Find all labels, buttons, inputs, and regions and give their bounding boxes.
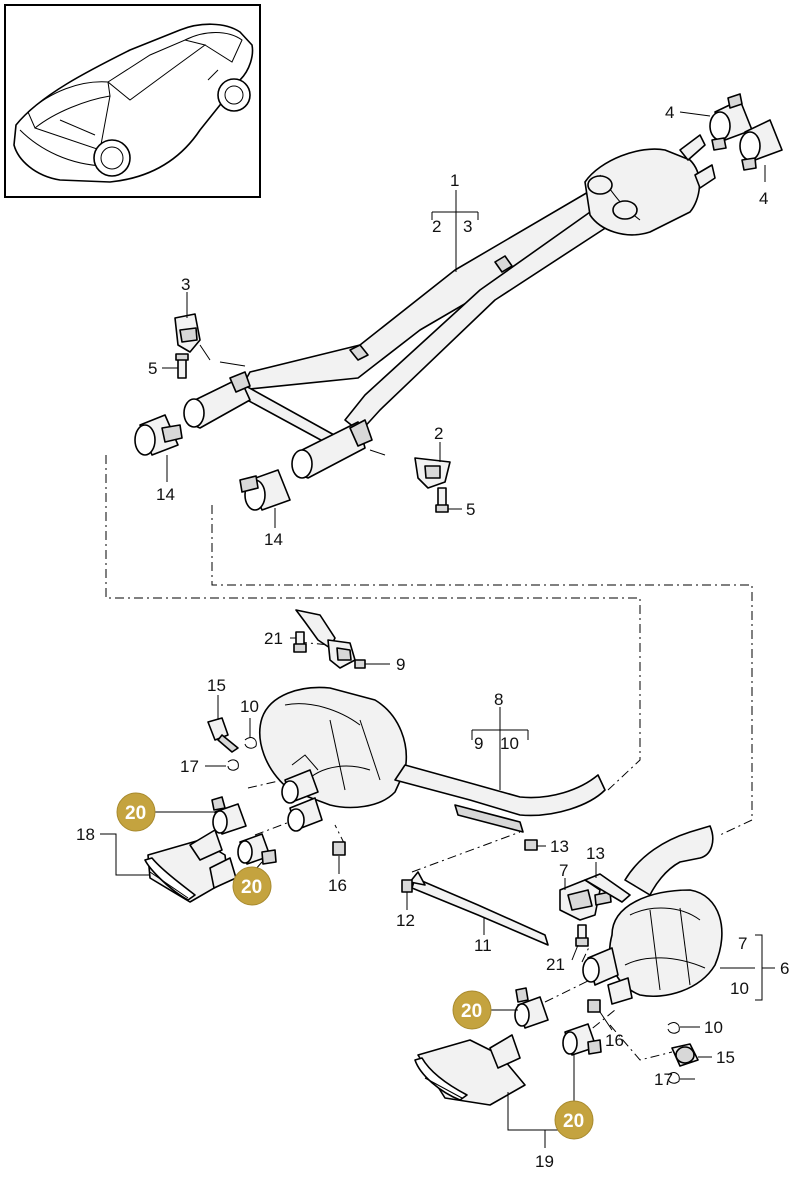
bracket-7 bbox=[559, 879, 612, 921]
clamp-14-upper bbox=[134, 414, 183, 456]
badge-20-left-lower[interactable]: 20 bbox=[232, 866, 272, 906]
bracket-9 bbox=[295, 609, 356, 669]
label-part-14-upper: 14 bbox=[156, 485, 175, 504]
clamp-4-upper bbox=[709, 93, 753, 151]
label-part-10-bracket: 10 bbox=[730, 979, 749, 998]
clip-10-right bbox=[667, 1022, 680, 1034]
bolt-21-upper bbox=[293, 631, 307, 653]
label-part-4-upper: 4 bbox=[665, 103, 674, 122]
nut-16-right bbox=[587, 999, 601, 1013]
clip-13-left bbox=[524, 839, 538, 851]
clip-17-right bbox=[667, 1072, 680, 1084]
sensor-15-left bbox=[207, 717, 239, 753]
label-part-1: 1 bbox=[450, 171, 459, 190]
label-part-9-sub: 9 bbox=[474, 734, 483, 753]
label-part-3: 3 bbox=[181, 275, 190, 294]
label-part-12: 12 bbox=[396, 911, 415, 930]
bracket-3 bbox=[174, 313, 211, 361]
label-part-4-lower: 4 bbox=[759, 189, 768, 208]
label-part-5-lower: 5 bbox=[466, 500, 475, 519]
label-part-2-sub: 2 bbox=[432, 217, 441, 236]
label-part-19: 19 bbox=[535, 1152, 554, 1171]
label-part-7: 7 bbox=[559, 861, 568, 880]
bolt-21-lower bbox=[575, 924, 589, 947]
bracket-2 bbox=[414, 457, 451, 489]
badge-20-right-lower-text: 20 bbox=[563, 1111, 584, 1132]
bolt-5-upper bbox=[175, 353, 189, 379]
bolt-5-lower bbox=[435, 487, 449, 513]
clamp-4-lower bbox=[739, 119, 783, 171]
badge-20-left-lower-text: 20 bbox=[241, 877, 262, 898]
strap-11 bbox=[409, 871, 549, 946]
car-icon bbox=[13, 23, 254, 183]
badge-20-right-upper-text: 20 bbox=[461, 1001, 482, 1022]
bolt-12 bbox=[401, 879, 413, 893]
front-pipe-assembly bbox=[183, 134, 716, 479]
badge-20-right-lower[interactable]: 20 bbox=[554, 1100, 594, 1140]
clip-17-left bbox=[227, 759, 239, 771]
nut-16-left bbox=[332, 841, 346, 856]
label-part-17-right: 17 bbox=[654, 1070, 673, 1089]
tailpipe-18-left bbox=[144, 829, 237, 903]
clamp-14-lower bbox=[239, 469, 291, 511]
badge-20-left-upper-text: 20 bbox=[125, 803, 146, 824]
label-part-5-upper: 5 bbox=[148, 359, 157, 378]
leader-lines bbox=[100, 111, 775, 1148]
label-part-14-lower: 14 bbox=[264, 530, 283, 549]
label-part-15-left: 15 bbox=[207, 676, 226, 695]
clip-10-left bbox=[244, 737, 257, 749]
vehicle-inset bbox=[4, 4, 261, 198]
clamp-20-right-lower bbox=[562, 1023, 602, 1056]
label-part-10-sub: 10 bbox=[500, 734, 519, 753]
rear-left-muffler bbox=[259, 686, 606, 833]
part-labels: 1 2 3 3 5 2 5 4 4 14 14 21 9 15 10 17 8 … bbox=[76, 103, 789, 1171]
label-part-16-left: 16 bbox=[328, 876, 347, 895]
rear-right-muffler bbox=[582, 825, 723, 1005]
label-part-21-lower: 21 bbox=[546, 955, 565, 974]
clamp-20-left-lower bbox=[237, 833, 277, 865]
label-part-3-sub: 3 bbox=[463, 217, 472, 236]
label-part-6: 6 bbox=[780, 959, 789, 978]
clamp-20-right-upper bbox=[514, 987, 549, 1029]
badge-20-right-upper[interactable]: 20 bbox=[452, 990, 492, 1030]
label-part-16-right: 16 bbox=[605, 1031, 624, 1050]
label-part-21-upper: 21 bbox=[264, 629, 283, 648]
strap-13-right bbox=[584, 873, 631, 903]
label-part-2: 2 bbox=[434, 424, 443, 443]
label-part-17-left: 17 bbox=[180, 757, 199, 776]
label-part-9: 9 bbox=[396, 655, 405, 674]
tailpipe-19-right bbox=[414, 1034, 526, 1106]
label-part-10-right: 10 bbox=[704, 1018, 723, 1037]
label-part-15-right: 15 bbox=[716, 1048, 735, 1067]
badge-20-left-upper[interactable]: 20 bbox=[116, 792, 156, 832]
label-part-13-right: 13 bbox=[586, 844, 605, 863]
label-part-7-bracket: 7 bbox=[738, 934, 747, 953]
clamp-20-left-upper bbox=[211, 796, 247, 835]
label-part-11: 11 bbox=[474, 936, 492, 955]
label-part-8: 8 bbox=[494, 690, 503, 709]
sensor-15-right bbox=[671, 1043, 699, 1067]
nut-9 bbox=[354, 659, 366, 669]
label-part-10-left: 10 bbox=[240, 697, 259, 716]
label-part-13-left: 13 bbox=[550, 837, 569, 856]
label-part-18: 18 bbox=[76, 825, 95, 844]
